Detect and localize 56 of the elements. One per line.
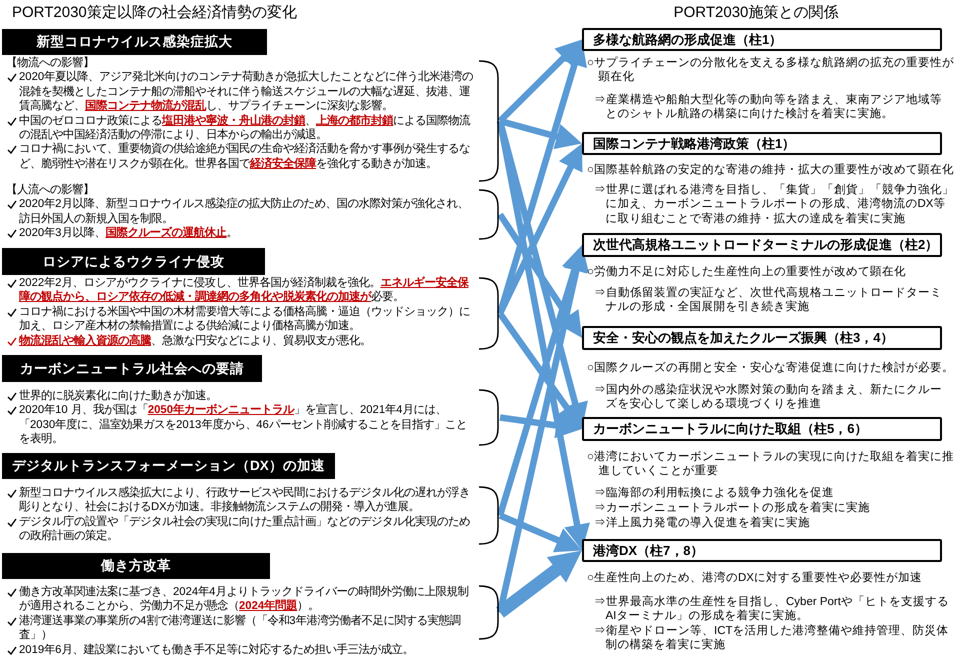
bullet-text: 働き方改革関連法案に基づき、2024年4月よりトラックドライバーの時間外労働に上限規制が適用されることから、労働力不足が懸念（2024年問題）。 xyxy=(19,585,470,614)
note-text: ○国際クルーズの再開と安全・安心な寄港促進に向けた検討が必要。 xyxy=(587,361,955,376)
note-text: ⇒世界最高水準の生産性を目指し、Cyber Portや「ヒトを支援するAIターミナル」の形成を着実に実施。 xyxy=(594,595,950,624)
bullet-text: 中国のゼロコロナ政策による塩田港や寧波・舟山港の封鎖、上海の都市封鎖による国際物流の混乱や中国経済活動の停滞により、日本からの輸出が減退。 xyxy=(19,114,472,142)
bullet-text: 世界的に脱炭素化に向けた動きが加速。 xyxy=(19,389,218,404)
bullet-text: コロナ禍において、重要物資の供給途絶が国民の生命や経済活動を脅かす事例が発生するなど、脆弱性や潜在リスクが顕在化。世界各国で経済安全保障を強化する動きが加速。 xyxy=(19,142,471,172)
bullet-text: 2020年3月以降、国際クルーズの運航休止。 xyxy=(19,226,238,241)
note-text: ○サプライチェーンの分散化を支える多様な航路網の拡充の重要性が顕在化 xyxy=(587,56,954,85)
policy-box: 国際コンテナ戦略港湾政策（柱1） xyxy=(582,132,942,155)
bullet-text: 2019年6月、建設業においても働き手不足等に対応するため担い手三法が成立。 xyxy=(19,642,414,658)
note-text: ○国際基幹航路の安定的な寄港の維持・拡大の重要性が改めて顕在化 xyxy=(587,163,954,178)
arrow xyxy=(496,245,590,614)
subheading: 【人流への影響】 xyxy=(6,183,95,198)
arrow xyxy=(500,412,582,438)
bullet-text: コロナ禍における米国や中国の木材需要増大等による価格高騰・逼迫（ウッドショック）に加え、ロシア産木材の禁輸措置による供給減により価格高騰が加速。 xyxy=(19,304,471,334)
arrow xyxy=(497,312,582,430)
policy-box: カーボンニュートラルに向けた取組（柱5，6） xyxy=(582,417,942,441)
arrow xyxy=(496,40,588,314)
column-title: PORT2030策定以降の社会経済情勢の変化 xyxy=(12,4,298,22)
note-text: ○生産性向上のため、港湾のDXに対する重要性や必要性が加速 xyxy=(587,571,923,586)
section-header: 働き方改革 xyxy=(2,553,270,579)
policy-box: 港湾DX（柱7，8） xyxy=(582,539,942,562)
arrow xyxy=(498,40,582,124)
note-text: ⇒臨海部の利用転換による競争力強化を促進 xyxy=(594,486,835,500)
note-text: ○港湾においてカーボンニュートラルの実現に向けた取組を着実に推進していくことが重要 xyxy=(587,450,954,479)
section-header: カーボンニュートラル社会への要請 xyxy=(2,355,262,382)
bullet-text: 2020年2月以降、新型コロナウイルス感染症の拡大防止のため、国の水際対策が強化され、訪日外国人の新規入国を制限。 xyxy=(19,197,470,226)
policy-box: 安全・安心の観点を加えたクルーズ振興（柱3，4） xyxy=(582,326,942,350)
policy-box: 次世代高規格ユニットロードターミナルの形成促進（柱2） xyxy=(582,233,942,257)
arrow xyxy=(497,212,582,338)
note-text: ⇒自動係留装置の実証など、次世代高規格ユニットロードターミナルの形成・全国展開を引き続き実施 xyxy=(594,286,943,315)
bullet-text: 2022年2月、ロシアがウクライナに侵攻し、世界各国が経済制裁を強化。エネルギー安全保障の観点から、ロシア依存の低減・調達網の多角化や脱炭素化の加速が必要。 xyxy=(19,276,470,305)
policy-box: 多様な航路網の形成促進（柱1） xyxy=(582,28,942,51)
arrow xyxy=(496,245,587,516)
arrow xyxy=(496,550,582,618)
bullet-text: 物流混乱や輸入資源の高騰、急激な円安などにより、貿易収支が悪化。 xyxy=(19,334,372,348)
section-header: デジタルトランスフォーメーション（DX）の加速 xyxy=(2,453,335,479)
bullet-text: 新型コロナウイルス感染拡大により、行政サービスや民間におけるデジタル化の遅れが浮き彫りとなり、社会におけるDXが加速。非接触物流システムの開発・導入が進展。 xyxy=(19,486,471,515)
arrow xyxy=(496,120,590,550)
bullet-text: 2020年10 月、我が国は「2050年カーボンニュートラル」を宣言し、2021年4月には、「2030年度に、温室効果ガスを2013年度から、46パーセント削減することを目指す」ことを表明。 xyxy=(19,403,468,447)
bullet-text: デジタル庁の設置や「デジタル社会の実現に向けた重点計画」などのデジタル化実現のための政府計画の策定。 xyxy=(19,514,471,544)
note-text: ○労働力不足に対応した生産性向上の重要性が改めて顕在化 xyxy=(587,265,907,280)
note-text: ⇒洋上風力発電の導入促進を着実に実施 xyxy=(594,516,811,530)
note-text: ⇒衛星やドローン等、ICTを活用した港湾整備や維持管理、防災体制の構築を着実に実施 xyxy=(594,624,950,653)
arrow xyxy=(497,144,582,315)
note-text: ⇒世界に選ばれる港湾を目指し、「集貨」「創貨」「競争力強化」に加え、カーボンニュートラルポートの形成、港湾物流のDX等に取り組むことで寄港の維持・拡大の達成を着実に実施 xyxy=(594,183,955,226)
column-title: PORT2030施策との関係 xyxy=(672,4,840,22)
subheading: 【物流への影響】 xyxy=(6,56,95,70)
note-text: ⇒カーボンニュートラルポートの形成を着実に実施 xyxy=(594,501,871,516)
note-text: ⇒国内外の感染症状況や水際対策の動向を踏まえ、新たにクルーズを安心して楽しめる環境づくりを推進 xyxy=(594,383,943,412)
section-header: 新型コロナウイルス感染症拡大 xyxy=(2,29,267,55)
bullet-text: 港湾運送事業の事業所の4割で港湾運送に影響（「令和3年港湾労働者不足に関する実態調査」） xyxy=(19,614,462,643)
note-text: ⇒産業構造や船舶大型化等の動向等を踏まえ、東南アジア地域等とのシャトル航路の構築に向けた検討を着実に実施。 xyxy=(594,93,943,122)
section-header: ロシアによるウクライナ侵攻 xyxy=(2,248,265,275)
bullet-text: 2020年夏以降、アジア発北米向けのコンテナ荷動きが急拡大したことなどに伴う北米港湾の混雑を契機としたコンテナ船の滞船やそれに伴う輸送スケジュールの大幅な遅延、抜港、運賃高騰など、国際コンテナ物流が混乱し、サプライチェーンに深刻な影響。 xyxy=(19,70,474,114)
arrow xyxy=(498,512,582,552)
